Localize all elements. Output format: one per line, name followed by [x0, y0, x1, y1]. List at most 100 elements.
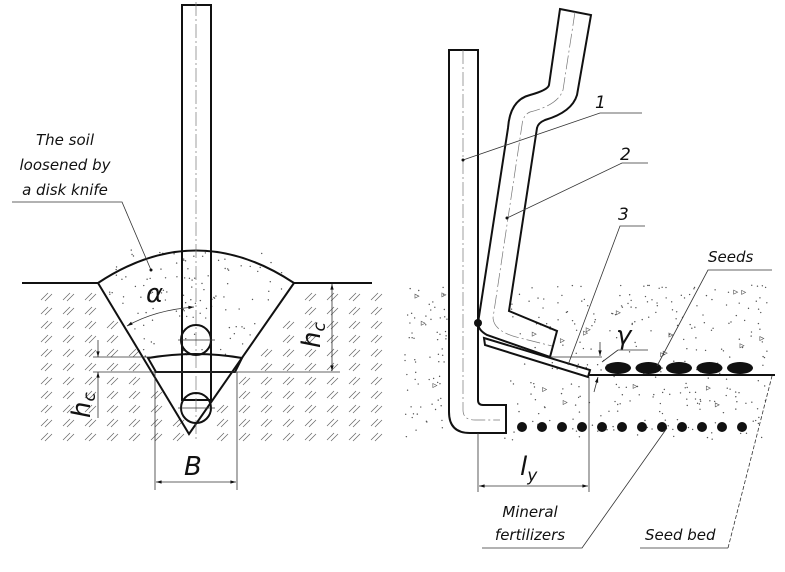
- soil-particle: [132, 255, 135, 257]
- soil-particle: [224, 258, 226, 260]
- soil-particle: [199, 299, 202, 302]
- hatch-mark: [352, 307, 361, 316]
- hatch-mark: [308, 335, 317, 344]
- hatch-mark: [40, 348, 49, 357]
- soil-particle: [516, 403, 519, 405]
- soil-particle: [175, 262, 178, 264]
- hatch-mark: [238, 376, 247, 385]
- soil-particle: [441, 427, 444, 429]
- hatch-mark: [110, 321, 119, 330]
- soil-particle: [706, 436, 709, 439]
- hatch-mark: [110, 377, 119, 386]
- soil-particle: [261, 252, 263, 255]
- hatch-mark: [88, 391, 97, 400]
- hatch-mark: [106, 376, 115, 385]
- hatch-mark: [326, 390, 335, 399]
- soil-particle: [760, 311, 762, 314]
- soil-particle: [188, 277, 191, 280]
- soil-particle: [586, 364, 589, 366]
- soil-particle: [695, 349, 698, 351]
- hatch-mark: [264, 377, 273, 386]
- soil-particle: [430, 309, 432, 311]
- hatch-mark: [308, 307, 317, 316]
- soil-particle: [440, 397, 442, 400]
- hatch-mark: [304, 348, 313, 357]
- distributor-plate-3: [482, 336, 592, 379]
- soil-particle: [585, 327, 591, 333]
- soil-particle: [183, 277, 186, 279]
- hatch-mark: [348, 348, 357, 357]
- hatch-mark: [264, 405, 273, 414]
- hatch-mark: [88, 349, 97, 358]
- soil-particle: [184, 260, 187, 262]
- soil-particle: [140, 296, 142, 298]
- soil-particle: [121, 278, 123, 280]
- soil-particle: [562, 388, 564, 390]
- soil-particle: [712, 327, 714, 329]
- soil-particle: [751, 284, 753, 286]
- soil-particle: [182, 258, 185, 260]
- soil-particle: [711, 298, 713, 301]
- soil-particle: [176, 276, 178, 278]
- soil-particle: [714, 402, 720, 408]
- hatch-mark: [374, 433, 383, 442]
- soil-particle: [759, 297, 761, 299]
- soil-particle: [738, 392, 740, 394]
- soil-particle: [590, 348, 592, 350]
- hatch-mark: [282, 348, 291, 357]
- soil-particle: [160, 268, 162, 270]
- hatch-mark: [44, 307, 53, 316]
- hatch-mark: [44, 391, 53, 400]
- soil-particle: [537, 297, 539, 299]
- soil-particle: [134, 285, 137, 288]
- soil-particle: [673, 435, 675, 438]
- soil-particle: [150, 292, 152, 294]
- seed: [727, 362, 753, 374]
- soil-particle: [178, 315, 181, 317]
- soil-particle: [688, 293, 691, 296]
- hatch-mark: [308, 419, 317, 428]
- angle-label-alpha: α: [146, 279, 163, 309]
- hatch-mark: [84, 348, 93, 357]
- hatch-mark: [352, 391, 361, 400]
- hatch-mark: [286, 377, 295, 386]
- soil-particle: [757, 322, 760, 325]
- hatch-mark: [62, 362, 71, 371]
- soil-particle: [268, 290, 270, 293]
- soil-particle: [137, 312, 139, 315]
- hatch-mark: [128, 418, 137, 427]
- soil-particle: [726, 387, 728, 389]
- seeds-row: [605, 362, 753, 374]
- soil-particle: [722, 411, 725, 414]
- soil-particle: [109, 293, 111, 295]
- soil-particle: [756, 285, 759, 287]
- hatch-mark: [62, 432, 71, 441]
- hatch-mark: [66, 419, 75, 428]
- hatch-mark: [260, 390, 269, 399]
- hatch-mark: [260, 418, 269, 427]
- soil-particle: [654, 376, 657, 378]
- soil-particle: [414, 378, 416, 381]
- soil-particle: [166, 291, 168, 293]
- soil-particle: [693, 288, 695, 290]
- soil-particle: [203, 288, 205, 291]
- soil-particle: [755, 419, 757, 422]
- part-label-3: 3: [618, 205, 629, 225]
- hatch-mark: [286, 349, 295, 358]
- seed: [635, 362, 662, 374]
- soil-particle: [415, 371, 417, 374]
- hatch-mark: [40, 390, 49, 399]
- soil-particle: [432, 301, 434, 303]
- hatch-mark: [44, 419, 53, 428]
- soil-particle: [175, 310, 178, 312]
- soil-particle: [738, 302, 740, 304]
- soil-particle: [580, 285, 582, 288]
- hatch-mark: [370, 334, 379, 343]
- hatch-mark: [44, 335, 53, 344]
- soil-particle: [545, 322, 548, 325]
- soil-particle: [572, 428, 574, 430]
- soil-particle: [656, 302, 658, 304]
- hatch-mark: [260, 432, 269, 441]
- soil-particle: [647, 316, 650, 318]
- soil-particle: [615, 337, 618, 339]
